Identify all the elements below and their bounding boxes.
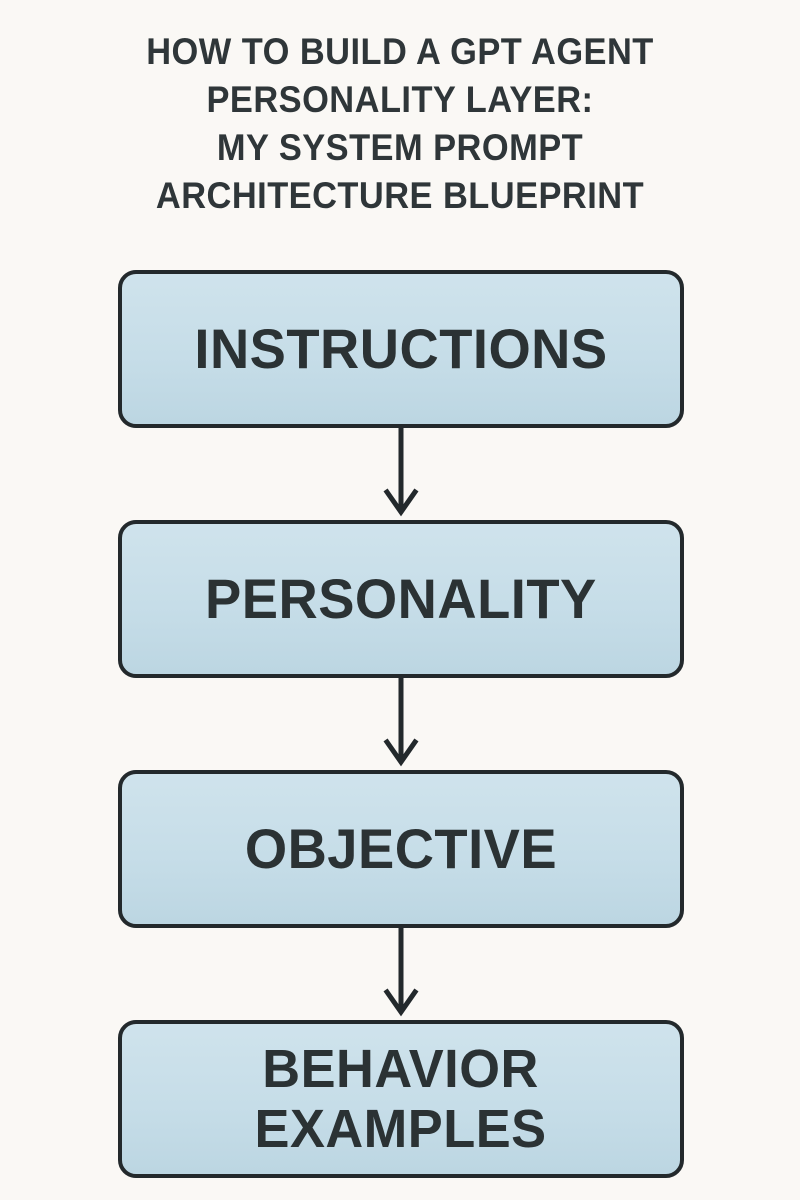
page-title-line-1: HOW TO BUILD A GPT AGENT bbox=[146, 31, 654, 72]
flow-connector-2 bbox=[118, 678, 684, 770]
flow-node-personality-label: PERSONALITY bbox=[205, 567, 597, 630]
flow-node-personality[interactable]: PERSONALITY bbox=[118, 520, 684, 678]
arrow-down-icon bbox=[383, 428, 419, 517]
flow-node-objective-label: OBJECTIVE bbox=[244, 817, 558, 880]
flow-node-behavior-examples[interactable]: BEHAVIOR EXAMPLES bbox=[118, 1020, 684, 1178]
arrow-down-icon bbox=[383, 678, 419, 767]
arrow-down-icon bbox=[383, 928, 419, 1017]
flow-node-instructions[interactable]: INSTRUCTIONS bbox=[118, 270, 684, 428]
flow-node-instructions-label: INSTRUCTIONS bbox=[194, 317, 608, 380]
page-title-line-2: PERSONALITY LAYER: bbox=[206, 79, 594, 120]
page-title: HOW TO BUILD A GPT AGENT PERSONALITY LAY… bbox=[0, 28, 800, 220]
flow-connector-1 bbox=[118, 428, 684, 520]
page-title-line-3: MY SYSTEM PROMPT bbox=[216, 127, 584, 168]
page-title-line-4: ARCHITECTURE BLUEPRINT bbox=[155, 175, 645, 216]
flow-node-objective[interactable]: OBJECTIVE bbox=[118, 770, 684, 928]
flowchart: INSTRUCTIONS PERSONALITY OBJECTIVE bbox=[118, 270, 684, 1178]
flow-node-behavior-examples-label: BEHAVIOR EXAMPLES bbox=[254, 1039, 548, 1159]
flow-connector-3 bbox=[118, 928, 684, 1020]
